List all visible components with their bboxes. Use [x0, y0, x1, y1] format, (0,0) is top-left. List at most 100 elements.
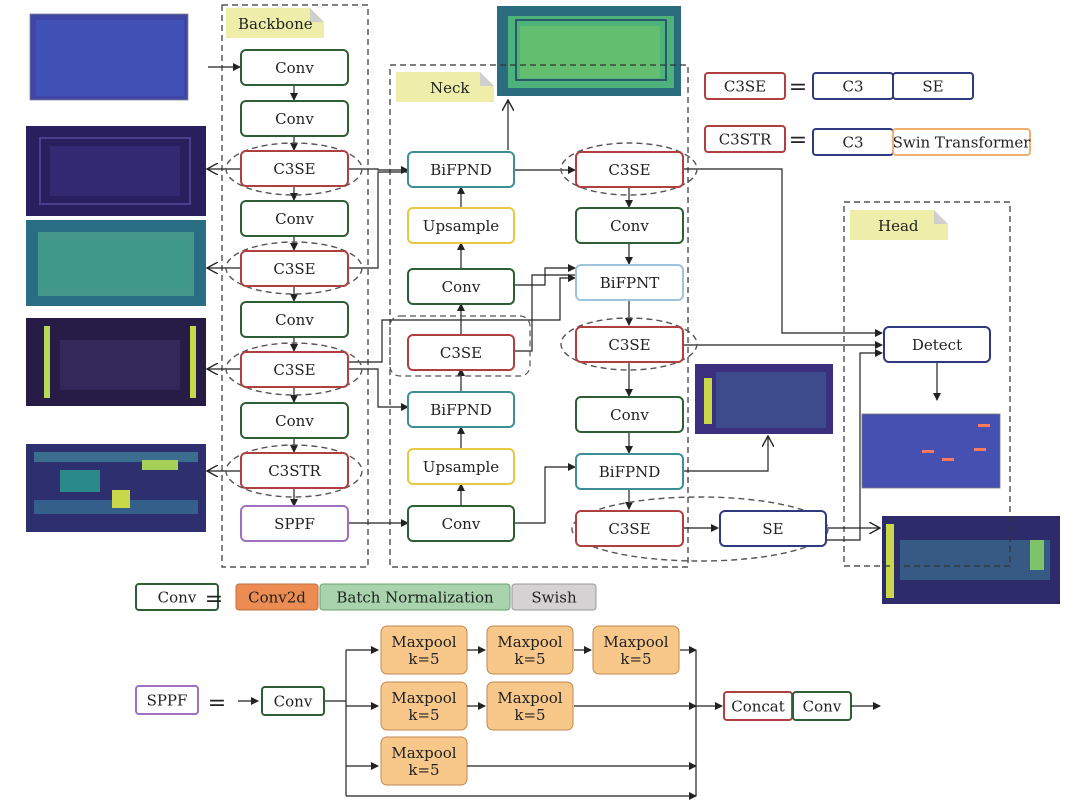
neck-right-block-3: BiFPNT: [575, 264, 684, 301]
sppf-maxpool-1-label-1: Maxpool: [391, 633, 456, 651]
legend-conv-part-3: Swish: [511, 583, 597, 611]
feature-map-detect-output: [861, 413, 1001, 489]
detect-block-label: Detect: [912, 336, 962, 354]
legend-conv-part-3-label: Swish: [531, 588, 577, 606]
sppf-maxpool-5-label-1: Maxpool: [497, 689, 562, 707]
sppf-maxpool-2-label-2: k=5: [514, 650, 545, 668]
c3-highlight-ellipses: [225, 142, 829, 562]
feature-map-bifpnd-output: [695, 364, 833, 434]
legend-c3se-part-1-label: C3: [842, 77, 863, 95]
sppf-maxpool-4-label-2: k=5: [408, 706, 439, 724]
backbone-block-7: C3SE: [240, 351, 349, 388]
network-blocks: ConvConvC3SEConvC3SEConvC3SEConvC3STRSPP…: [240, 49, 991, 547]
neck-right-block-7-label: C3SE: [608, 520, 650, 538]
legend-c3str-part-1: C3: [812, 128, 894, 156]
backbone-block-5-label: C3SE: [273, 260, 315, 278]
legend-c3str-part-2-label: Swin Transformer: [893, 133, 1032, 151]
sppf-maxpool-3-label-1: Maxpool: [603, 633, 668, 651]
neck-c3se-highlight: [389, 315, 531, 377]
sppf-concat: Concat: [723, 691, 793, 721]
neck-left-block-1: BiFPND: [407, 151, 515, 188]
neck-left-block-3: Conv: [407, 268, 515, 305]
neck-left-block-2-label: Upsample: [423, 217, 500, 235]
legend-c3se-part-2-label: SE: [922, 77, 943, 95]
feature-map-c3se-1: [26, 126, 206, 216]
backbone-block-10: SPPF: [240, 505, 349, 542]
neck-right-block-4: C3SE: [575, 326, 684, 363]
legend-sppf-equals: =: [208, 691, 226, 716]
backbone-block-1-label: Conv: [275, 59, 314, 77]
backbone-block-3-label: C3SE: [273, 160, 315, 178]
neck-left-block-2: Upsample: [407, 207, 515, 244]
neck-left-block-4-label: C3SE: [440, 344, 482, 362]
legend-c3str-name-label: C3STR: [719, 130, 772, 148]
se-block: SE: [719, 510, 827, 547]
head-label: Head: [878, 217, 919, 235]
feature-map-c3se-2: [26, 220, 206, 306]
legend-c3se-name: C3SE: [704, 72, 786, 100]
sppf-conv-out-label: Conv: [803, 697, 842, 715]
neck-label-tag: Neck: [396, 72, 494, 102]
head-label-tag: Head: [850, 210, 948, 240]
sppf-maxpool-1-label-2: k=5: [408, 650, 439, 668]
sppf-maxpool-6-label-1: Maxpool: [391, 744, 456, 762]
sppf-concat-label: Concat: [731, 697, 785, 715]
legend-c3str-name: C3STR: [704, 125, 786, 153]
neck-left-block-4: C3SE: [407, 334, 515, 371]
feature-map-se-output: [882, 516, 1060, 604]
legend-conv-part-2-label: Batch Normalization: [336, 588, 494, 606]
neck-right-block-6: BiFPND: [575, 453, 684, 490]
backbone-block-2-label: Conv: [275, 110, 314, 128]
backbone-block-4: Conv: [240, 200, 349, 237]
legend-c3se-name-label: C3SE: [724, 77, 766, 95]
legend-c3se-part-2: SE: [892, 72, 974, 100]
backbone-block-5: C3SE: [240, 250, 349, 287]
neck-left-block-3-label: Conv: [442, 278, 481, 296]
backbone-block-8: Conv: [240, 402, 349, 439]
backbone-block-4-label: Conv: [275, 210, 314, 228]
neck-right-block-2-label: Conv: [610, 217, 649, 235]
legend-conv-part-1-label: Conv2d: [248, 588, 306, 606]
neck-right-block-3-label: BiFPNT: [600, 274, 659, 292]
neck-left-block-1-label: BiFPND: [430, 161, 491, 179]
sppf-maxpool-6-label-2: k=5: [408, 761, 439, 779]
detect-block: Detect: [883, 326, 991, 363]
backbone-block-8-label: Conv: [275, 412, 314, 430]
neck-right-block-4-label: C3SE: [608, 336, 650, 354]
feature-map-neck-output: [497, 6, 681, 96]
backbone-label-tag: Backbone: [226, 8, 324, 38]
neck-left-block-6-label: Upsample: [423, 458, 500, 476]
feature-map-c3se-3: [26, 318, 206, 406]
legend-c3str-part-1-label: C3: [842, 133, 863, 151]
backbone-block-1: Conv: [240, 49, 349, 86]
sppf-maxpool-3-label-2: k=5: [620, 650, 651, 668]
legend-sppf-name: SPPF: [135, 685, 199, 715]
feature-map-input: [29, 13, 189, 101]
neck-left-block-6: Upsample: [407, 448, 515, 485]
legend-conv-equals: =: [205, 587, 223, 612]
feature-map-c3str: [26, 444, 206, 532]
connector-lines: [207, 63, 941, 541]
backbone-block-6-label: Conv: [275, 311, 314, 329]
sppf-detail-wires: [238, 646, 881, 800]
neck-left-block-7: Conv: [407, 505, 515, 542]
legend-conv-part-1: Conv2d: [235, 583, 319, 611]
sppf-conv-out: Conv: [792, 691, 852, 721]
neck-left-block-5: BiFPND: [407, 391, 515, 428]
backbone-region: [221, 4, 369, 568]
se-block-label: SE: [762, 520, 783, 538]
neck-right-block-1: C3SE: [575, 151, 684, 188]
neck-left-block-7-label: Conv: [442, 515, 481, 533]
backbone-block-3: C3SE: [240, 150, 349, 187]
legend-c3str-part-2: Swin Transformer: [892, 128, 1032, 156]
legend-conv-part-2: Batch Normalization: [319, 583, 511, 611]
head-region: [843, 201, 1011, 567]
legend-sppf-conv: Conv: [261, 686, 325, 716]
backbone-block-6: Conv: [240, 301, 349, 338]
